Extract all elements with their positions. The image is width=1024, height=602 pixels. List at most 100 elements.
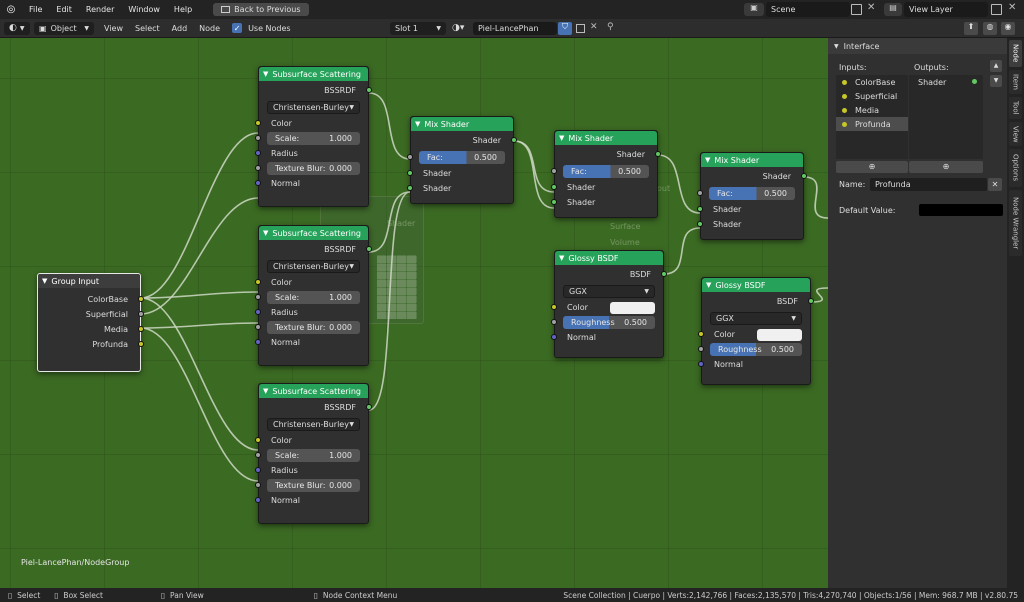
output-socket[interactable]: [138, 326, 144, 332]
input-socket[interactable]: [551, 199, 557, 205]
input-socket[interactable]: [697, 190, 703, 196]
input-socket[interactable]: [551, 304, 557, 310]
collapse-icon[interactable]: ▼: [559, 254, 565, 262]
node-header[interactable]: ▼Mix Shader: [555, 131, 657, 145]
node-header[interactable]: ▼Subsurface Scattering: [259, 67, 368, 81]
header-menu-add[interactable]: Add: [171, 23, 188, 33]
scale-field[interactable]: Scale:1.000: [267, 449, 360, 462]
output-socket[interactable]: [661, 271, 667, 277]
header-menu-node[interactable]: Node: [199, 23, 221, 33]
input-socket[interactable]: [255, 120, 261, 126]
snap-icon[interactable]: ◍: [983, 22, 997, 35]
subsurface-scattering-node[interactable]: ▼Subsurface Scattering BSSRDF Christense…: [255, 66, 372, 207]
input-socket[interactable]: [255, 482, 261, 488]
collapse-icon[interactable]: ▼: [263, 229, 269, 237]
distribution-dropdown[interactable]: GGX▼: [710, 311, 802, 325]
scale-field[interactable]: Scale:1.000: [267, 132, 360, 145]
interface-panel-header[interactable]: ▼ Interface: [828, 38, 1007, 54]
falloff-dropdown[interactable]: Christensen-Burley▼: [267, 259, 360, 273]
inputs-list-item[interactable]: Superficial: [836, 89, 908, 103]
mix-shader-node[interactable]: ▼Mix Shader Shader Fac:0.500 Shader Shad…: [697, 152, 807, 240]
output-socket[interactable]: [366, 404, 372, 410]
input-socket[interactable]: [698, 361, 704, 367]
header-menu-view[interactable]: View: [104, 23, 123, 33]
menu-render[interactable]: Render: [85, 5, 115, 14]
mix-shader-node[interactable]: ▼Mix Shader Shader Fac:0.500 Shader Shad…: [407, 116, 517, 204]
collapse-icon[interactable]: ▼: [705, 156, 711, 164]
back-to-previous-button[interactable]: Back to Previous: [213, 3, 309, 16]
tab-options[interactable]: Options: [1009, 149, 1022, 187]
fac-slider[interactable]: Fac:0.500: [563, 164, 649, 178]
node-header[interactable]: ▼Subsurface Scattering: [259, 226, 368, 240]
new-view-layer-icon[interactable]: [991, 4, 1002, 15]
subsurface-scattering-node[interactable]: ▼Subsurface Scattering BSSRDF Christense…: [255, 225, 372, 366]
output-socket[interactable]: [511, 137, 517, 143]
output-socket[interactable]: [138, 341, 144, 347]
input-socket[interactable]: [255, 279, 261, 285]
input-socket[interactable]: [551, 184, 557, 190]
overlay-icon[interactable]: ◉: [1001, 22, 1015, 35]
group-input-node[interactable]: ▼Group Input ColorBase Superficial Media…: [37, 273, 144, 372]
input-socket[interactable]: [255, 135, 261, 141]
material-browse-icon[interactable]: ◑▾: [452, 23, 465, 33]
falloff-dropdown[interactable]: Christensen-Burley▼: [267, 417, 360, 431]
input-socket[interactable]: [255, 467, 261, 473]
input-socket[interactable]: [255, 309, 261, 315]
input-socket[interactable]: [255, 150, 261, 156]
input-socket[interactable]: [255, 437, 261, 443]
node-editor-canvas[interactable]: Shader Surface Volume out ▼Group Input C…: [0, 38, 828, 588]
output-socket[interactable]: [366, 87, 372, 93]
output-socket[interactable]: [655, 151, 661, 157]
blender-logo-icon[interactable]: ◎: [6, 4, 16, 15]
texture-blur-field[interactable]: Texture Blur:0.000: [267, 162, 360, 175]
slot-dropdown[interactable]: Slot 1 ▼: [390, 21, 446, 35]
input-socket[interactable]: [255, 180, 261, 186]
node-header[interactable]: ▼Mix Shader: [411, 117, 513, 131]
scene-selector[interactable]: Scene: [766, 2, 850, 17]
node-header[interactable]: ▼Mix Shader: [701, 153, 803, 167]
output-socket[interactable]: [366, 246, 372, 252]
menu-help[interactable]: Help: [173, 5, 193, 14]
menu-window[interactable]: Window: [128, 5, 160, 14]
header-menu-select[interactable]: Select: [134, 23, 160, 33]
collapse-icon[interactable]: ▼: [263, 387, 269, 395]
input-socket[interactable]: [407, 154, 413, 160]
collapse-icon[interactable]: ▼: [706, 281, 712, 289]
inputs-list-item[interactable]: Media: [836, 103, 908, 117]
group-input-header[interactable]: ▼Group Input: [38, 274, 140, 288]
output-socket[interactable]: [808, 298, 814, 304]
default-value-color-field[interactable]: [919, 204, 1003, 216]
input-socket[interactable]: [697, 221, 703, 227]
move-up-button[interactable]: ▲: [990, 60, 1002, 72]
outputs-list[interactable]: Shader: [909, 75, 983, 159]
node-header[interactable]: ▼Subsurface Scattering: [259, 384, 368, 398]
input-socket[interactable]: [551, 334, 557, 340]
menu-file[interactable]: File: [29, 5, 43, 14]
collapse-icon[interactable]: ▼: [559, 134, 565, 142]
input-socket[interactable]: [255, 452, 261, 458]
subsurface-scattering-node[interactable]: ▼Subsurface Scattering BSSRDF Christense…: [255, 383, 372, 524]
input-socket[interactable]: [255, 339, 261, 345]
pin-icon[interactable]: ⚲: [607, 22, 614, 32]
fac-slider[interactable]: Fac:0.500: [419, 150, 505, 164]
material-name-field[interactable]: Piel-LancePhan: [473, 21, 557, 35]
menu-edit[interactable]: Edit: [56, 5, 72, 14]
input-socket[interactable]: [697, 206, 703, 212]
parent-node-tree-icon[interactable]: ⬆: [964, 22, 978, 35]
input-socket[interactable]: [698, 331, 704, 337]
input-socket[interactable]: [255, 324, 261, 330]
outputs-list-item[interactable]: Shader: [909, 75, 983, 89]
name-field[interactable]: Profunda: [870, 178, 987, 191]
view-layer-icon[interactable]: ▤: [884, 3, 902, 16]
inputs-list-item[interactable]: Profunda: [836, 117, 908, 131]
mode-dropdown[interactable]: ▣ Object ▼: [34, 21, 94, 35]
input-socket[interactable]: [407, 170, 413, 176]
distribution-dropdown[interactable]: GGX▼: [563, 284, 655, 298]
texture-blur-field[interactable]: Texture Blur:0.000: [267, 479, 360, 492]
output-socket[interactable]: [138, 311, 144, 317]
input-socket[interactable]: [255, 165, 261, 171]
